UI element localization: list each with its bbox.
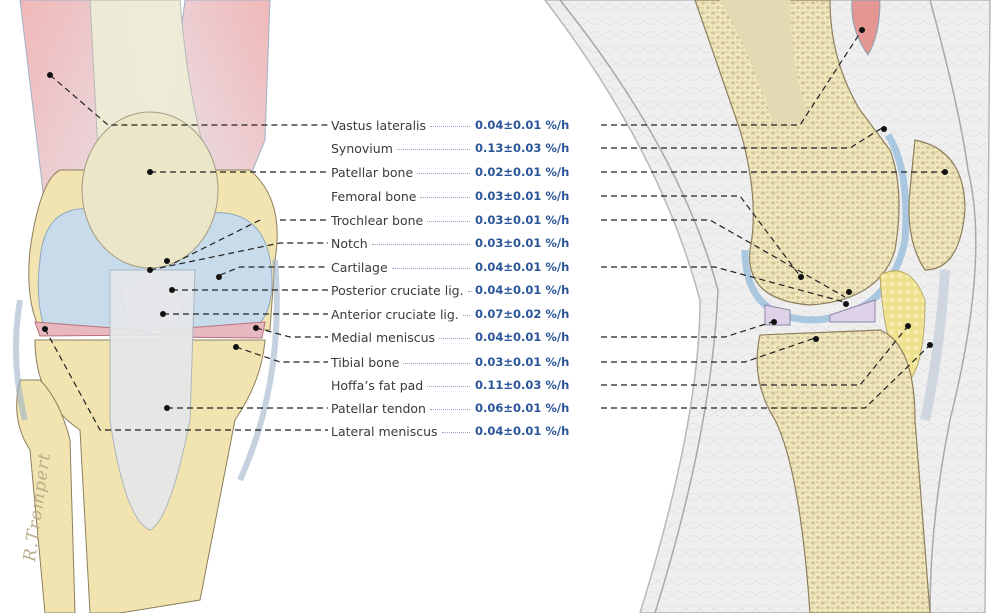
dot — [942, 169, 948, 175]
fibula — [16, 379, 76, 613]
leader-synovium — [601, 127, 883, 149]
dot — [147, 267, 153, 273]
dot — [846, 289, 852, 295]
tibial-bone — [756, 329, 931, 613]
dot — [42, 326, 48, 332]
dot — [164, 405, 170, 411]
meniscus-posterior — [829, 299, 876, 323]
meniscus — [764, 304, 791, 326]
skin-line-anterior — [929, 0, 977, 613]
leader-vastus-left — [49, 74, 328, 126]
leader-femoral — [601, 195, 801, 277]
leader-trochlear-left — [169, 219, 328, 266]
patellar-tendon — [920, 269, 950, 422]
dot — [147, 169, 153, 175]
dot — [859, 27, 865, 33]
dot — [164, 258, 170, 264]
dot — [771, 319, 777, 325]
leader-medial-left — [255, 327, 328, 338]
leader-trochlear-right — [601, 219, 846, 298]
dot — [843, 301, 849, 307]
dot — [798, 274, 804, 280]
dot — [905, 323, 911, 329]
leader-tibial-left — [235, 346, 328, 363]
dot — [216, 274, 222, 280]
patellar-tendon — [109, 269, 196, 531]
leader-medial-right — [601, 321, 773, 338]
dot — [160, 311, 166, 317]
leader-lines — [44, 29, 945, 431]
vastus-lateralis-muscle — [851, 0, 881, 56]
femoral-bone — [694, 0, 900, 306]
dot — [47, 72, 53, 78]
dot — [253, 325, 259, 331]
dot — [881, 126, 887, 132]
dot — [233, 344, 239, 350]
dot — [813, 336, 819, 342]
leader-notch — [149, 242, 328, 271]
skin-line-posterior — [559, 0, 719, 613]
leader-tibial-right — [601, 337, 816, 363]
dot — [169, 287, 175, 293]
anterior-knee-view — [13, 0, 280, 613]
sagittal-knee-section — [544, 0, 991, 613]
leader-cartilage-right — [601, 266, 849, 304]
lateral-collateral-ligament — [13, 299, 28, 421]
leader-lateral-meniscus — [44, 328, 328, 431]
dot — [927, 342, 933, 348]
leader-dots — [42, 27, 948, 411]
patella — [81, 111, 219, 269]
leader-patellar-tendon-right — [601, 344, 931, 409]
leader-vastus-right — [601, 29, 863, 126]
femoral-cartilage — [741, 133, 910, 324]
leader-cartilage-left — [219, 266, 328, 276]
medullary-cavity — [720, 0, 810, 130]
